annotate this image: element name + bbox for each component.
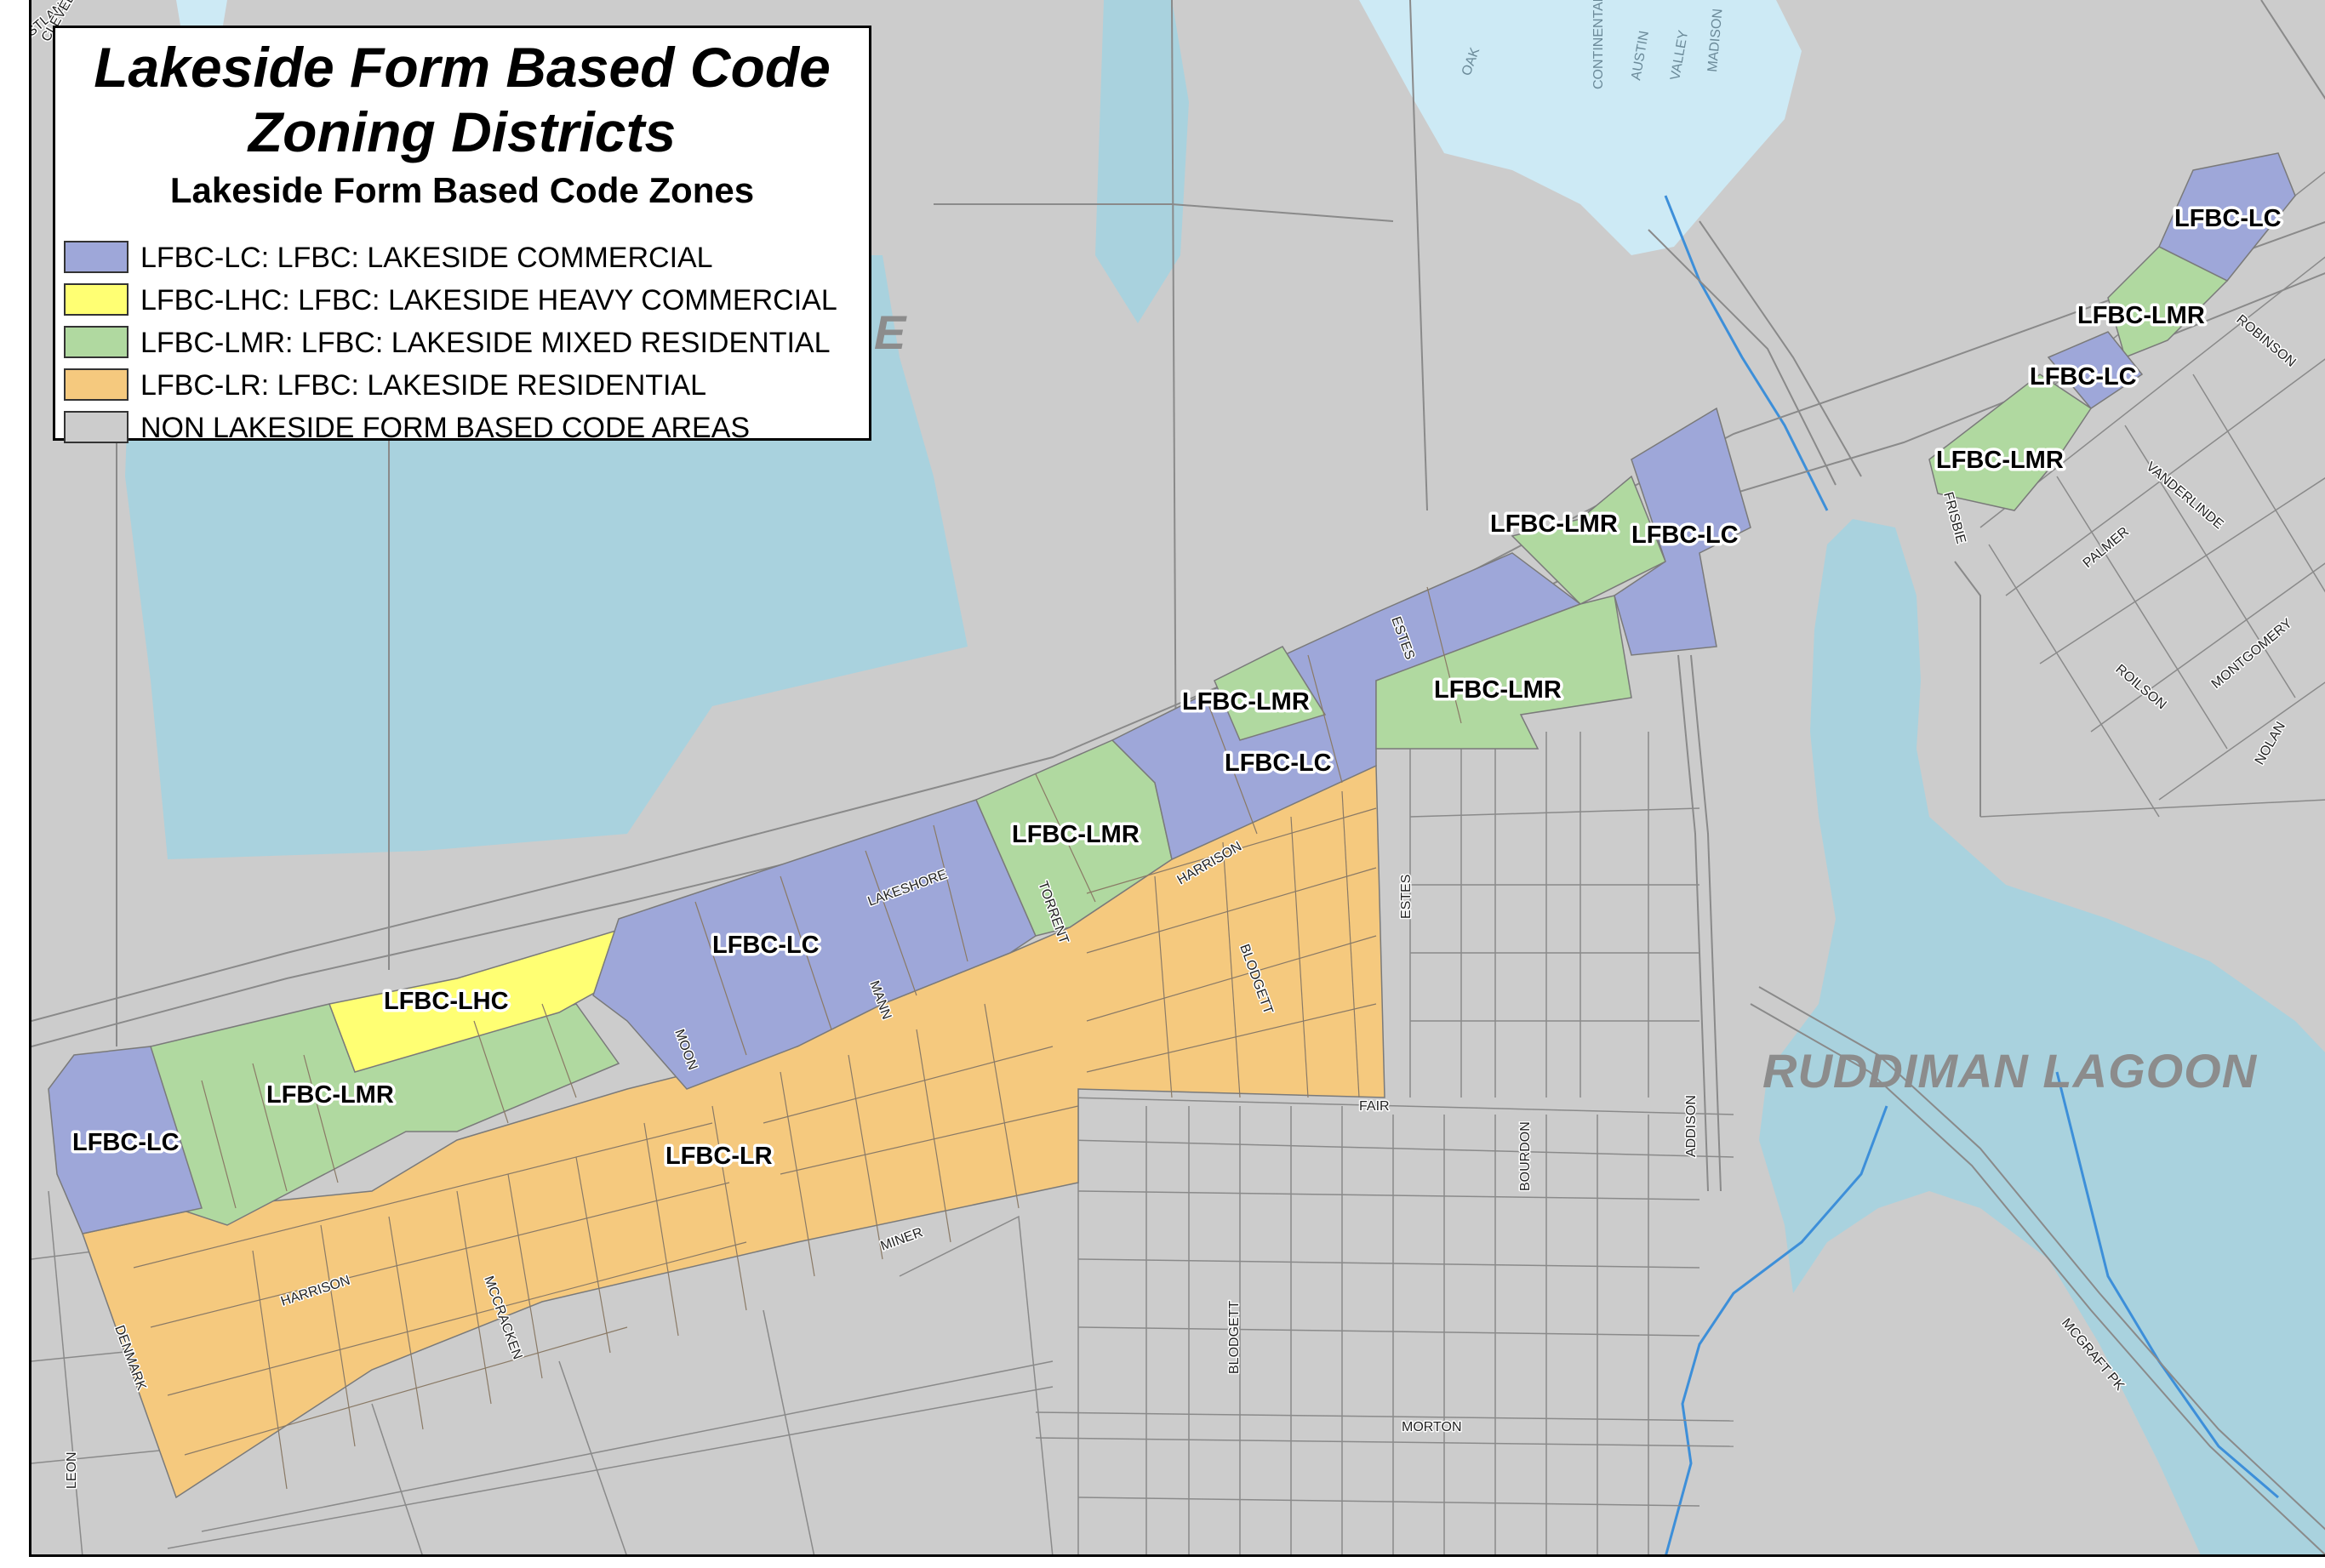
zone-lmr-ne-1 [2107,246,2229,359]
stream-north [1664,195,1829,511]
east-road-2 [2260,0,2325,100]
zoning-polygons [48,152,2296,1499]
zone-lmr-north [1511,475,1666,605]
zone-label-lc-ne-top: LFBC-LC [2174,205,2282,232]
street-label-bourdon: BOURDON [1518,1121,1533,1191]
street-label-madison: MADISON [1705,8,1725,72]
water-northwest-inlet [176,0,227,26]
street-label-leon: LEON [65,1451,79,1489]
rail-line [1750,1003,2325,1554]
legend-swatch-lr [64,368,129,401]
legend-label-lr: LFBC-LR: LFBC: LAKESIDE RESIDENTIAL [140,369,707,402]
north-diagonal-2 [1648,229,1837,486]
parcel-lines [133,586,1462,1490]
street-label-morton: MORTON [1402,1420,1462,1434]
street-label-addison: ADDISON [1684,1095,1699,1157]
legend-label-lhc: LFBC-LHC: LFBC: LAKESIDE HEAVY COMMERCIA… [140,284,837,316]
zone-lmr-mid [1214,646,1327,741]
north-diagonal [1699,220,1862,477]
legend-swatch-lmr [64,326,129,358]
zone-label-lmr-torrent: LFBC-LMR [1012,821,1140,848]
east-road [1954,561,1981,817]
legend-label-non-lfbc: NON LAKESIDE FORM BASED CODE AREAS [140,412,751,444]
zone-label-lhc: LFBC-LHC [384,988,509,1015]
legend-title-line-1: Lakeside Form Based Code [94,36,831,99]
street-label-estes-south: ESTES [1399,875,1414,919]
zone-lc-west [48,1046,203,1234]
stream-south-west [1665,1105,1888,1554]
zone-label-lmr-estes: LFBC-LMR [1434,676,1562,704]
water-north-channel [1095,0,1189,323]
street-label-fair: FAIR [1359,1099,1390,1114]
water-ruddiman-lagoon [1759,519,2325,1554]
legend-subtitle: Lakeside Form Based Code Zones [169,170,755,210]
street-label-blodgett-south: BLODGETT [1227,1301,1242,1374]
legend-swatch-non-lfbc [64,411,129,443]
zone-lc-ne-2 [2047,331,2144,409]
street-label-continental: CONTINENTAL [1591,0,1606,89]
zone-label-lmr-ne-1: LFBC-LMR [2077,302,2205,329]
rail-line-2 [1758,986,2325,1531]
zone-label-lmr-mid: LFBC-LMR [1182,688,1310,716]
vertical-center-2 [1171,0,1177,809]
zone-lmr-estes [1375,595,1632,750]
water-label-ruddiman-lagoon: RUDDIMAN LAGOON [1762,1044,2258,1098]
zone-label-lr: LFBC-LR [666,1143,773,1170]
zone-labels: LFBC-LC LFBC-LMR LFBC-LHC LFBC-LC LFBC-L… [70,202,2285,1173]
legend-swatch-lhc [64,283,129,316]
water-north-lake [1359,0,1802,255]
zone-label-lmr-north: LFBC-LMR [1490,510,1618,538]
addison-road [1690,654,1722,1192]
zone-label-lc-mid: LFBC-LC [1225,750,1332,777]
road-network [31,0,2325,1554]
zone-lc-ne-top [2158,152,2296,282]
zone-label-lmr-ne-3: LFBC-LMR [1936,447,2064,474]
legend-title: Lakeside Form Based Code Zoning District… [55,35,869,164]
residential-grid-south [31,732,1734,1554]
map-legend: Lakeside Form Based Code Zoning District… [53,26,871,444]
zone-lmr-ne-3 [1928,373,2093,511]
stream-south-east [2055,1071,2279,1499]
zone-label-lc-lakeshore: LFBC-LC [712,932,820,959]
zone-label-lc-west: LFBC-LC [72,1129,180,1156]
legend-swatch-lc [64,241,129,273]
legend-label-lmr: LFBC-LMR: LFBC: LAKESIDE MIXED RESIDENTI… [140,327,831,359]
zone-label-lc-ne-2: LFBC-LC [2030,363,2137,391]
zone-lc-north [1614,407,1751,656]
addison-road-2 [1677,654,1709,1192]
legend-title-line-2: Zoning Districts [248,100,677,163]
zone-label-lmr-west: LFBC-LMR [266,1081,394,1109]
water-label-partial: E [874,305,907,359]
zone-label-lc-north: LFBC-LC [1631,522,1739,549]
legend-label-lc: LFBC-LC: LFBC: LAKESIDE COMMERCIAL [140,242,713,274]
vertical-center [1409,0,1428,511]
water-edge-line [934,203,1394,222]
